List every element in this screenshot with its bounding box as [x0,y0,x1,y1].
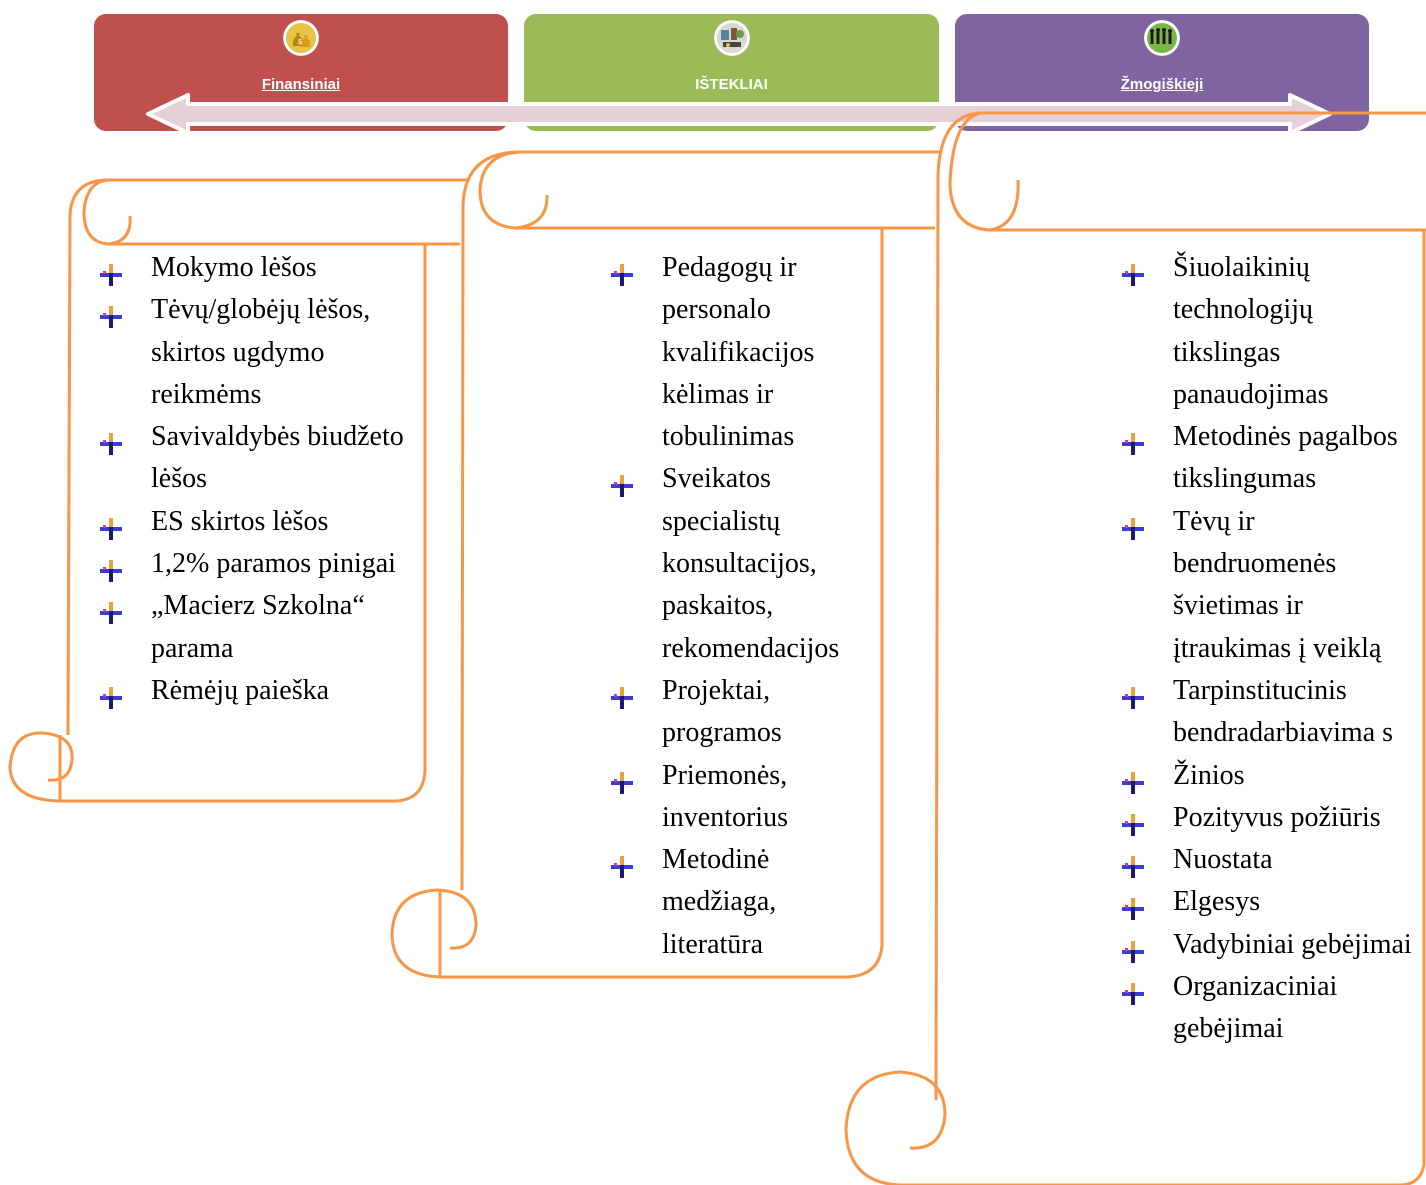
list-item-text: Metodinės pagalbos tikslingumas [1173,421,1405,495]
list-item-text: Sveikatos specialistų konsultacijos, pas… [662,463,840,664]
cross-bullet-icon [100,299,122,329]
list-item: Nuostata [1122,839,1422,881]
list-item: Mokymo lėšos [100,247,418,289]
cross-bullet-icon [100,511,122,540]
list-item-text: Projektai, programos [662,674,782,749]
list-item: Elgesys [1122,881,1422,923]
list-item: Pozityvus požiūris [1122,797,1422,839]
cross-bullet-icon [1122,849,1144,879]
money-bags-icon: $ [283,20,319,56]
resources-collage-icon [713,20,750,56]
people-silhouettes-icon [1144,20,1180,56]
list-item-text: Šiuolaikinių technologijų tikslingas pan… [1173,252,1329,410]
list-item: ES skirtos lėšos [100,501,418,543]
cross-bullet-icon [100,553,122,583]
cross-bullet-icon [100,680,122,709]
list-item: „Macierz Szkolna“ parama [100,585,418,670]
cross-bullet-icon [1122,680,1144,709]
list-item: Tėvų/globėjų lėšos, skirtos ugdymo reikm… [100,289,418,416]
cross-bullet-icon [1122,257,1144,286]
list-item-text: Rėmėjų paieška [151,674,330,706]
list-item: Vadybiniai gebėjimai [1122,924,1422,966]
tab-istekliai-label: IŠTEKLIAI [695,76,768,93]
list-item-text: Pozityvus požiūris [1173,801,1381,833]
cross-bullet-icon [1122,511,1144,540]
istekliai-list: Pedagogų ir personalo kvalifikacijos kėl… [611,247,876,966]
tab-zmogiskieji-label[interactable]: Žmogiškieji [1120,76,1204,93]
cross-bullet-icon [1122,765,1144,794]
list-item: Metodinė medžiaga, literatūra [611,839,876,966]
list-item-text: Tarpinstitucinis bendradarbiavima s [1173,674,1394,749]
list-item-text: Metodinė medžiaga, literatūra [662,844,784,960]
list-item: Savivaldybės biudžeto lėšos [100,416,418,501]
tab-finansiniai-label[interactable]: Finansiniai [261,76,341,93]
list-item-text: Nuostata [1173,844,1273,876]
list-item: 1,2% paramos pinigai [100,543,418,585]
cross-bullet-icon [1122,426,1144,456]
cross-bullet-icon [100,595,122,625]
cross-bullet-icon [611,765,633,794]
list-item: Tarpinstitucinis bendradarbiavima s [1122,670,1422,755]
cross-bullet-icon [100,426,122,456]
cross-bullet-icon [611,849,633,879]
cross-bullet-icon [611,257,633,286]
list-item-text: Organizaciniai gebėjimai [1173,971,1345,1045]
list-item-text: Savivaldybės biudžeto lėšos [151,421,411,495]
list-item: Sveikatos specialistų konsultacijos, pas… [611,458,876,669]
list-item: Metodinės pagalbos tikslingumas [1122,416,1422,501]
svg-text:$: $ [298,39,302,46]
cross-bullet-icon [611,468,633,498]
list-item-text: Mokymo lėšos [151,252,317,283]
list-item: Tėvų ir bendruomenės švietimas ir įtrauk… [1122,501,1422,670]
cross-bullet-icon [1122,891,1144,921]
list-item: Organizaciniai gebėjimai [1122,966,1422,1051]
cross-bullet-icon [1122,934,1144,963]
list-item-text: 1,2% paramos pinigai [151,548,396,580]
list-item: Priemonės, inventorius [611,755,876,840]
list-item-text: „Macierz Szkolna“ parama [151,590,372,664]
list-item: Žinios [1122,755,1422,797]
list-item: Rėmėjų paieška [100,670,418,712]
list-item-text: Tėvų ir bendruomenės švietimas ir įtrauk… [1173,505,1382,664]
list-item-text: Pedagogų ir personalo kvalifikacijos kėl… [662,252,829,453]
list-item-text: Priemonės, inventorius [662,759,795,833]
list-item: Pedagogų ir personalo kvalifikacijos kėl… [611,247,876,458]
cross-bullet-icon [100,257,122,286]
cross-bullet-icon [1122,807,1144,836]
list-item: Projektai, programos [611,670,876,755]
cross-bullet-icon [1122,976,1144,1006]
cross-bullet-icon [611,680,633,709]
scroll-finansiniai [8,178,468,803]
list-item-text: Tėvų/globėjų lėšos, skirtos ugdymo reikm… [151,294,378,410]
list-item-text: ES skirtos lėšos [151,505,329,537]
list-item: Šiuolaikinių technologijų tikslingas pan… [1122,247,1422,416]
list-item-text: Elgesys [1173,886,1261,918]
list-item-text: Vadybiniai gebėjimai [1173,928,1412,960]
zmogiskieji-list: Šiuolaikinių technologijų tikslingas pan… [1122,247,1422,1051]
scroll-istekliai [390,150,940,979]
list-item-text: Žinios [1173,759,1245,791]
